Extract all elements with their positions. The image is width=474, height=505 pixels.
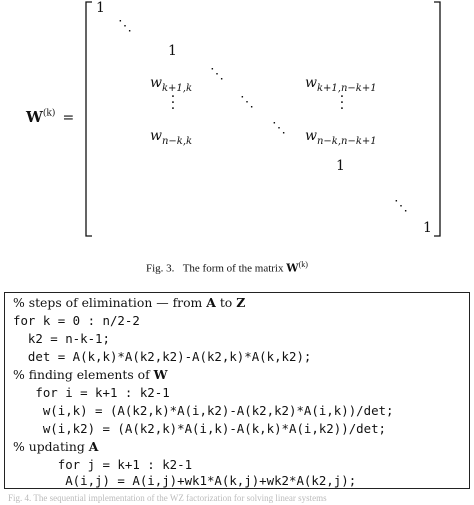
ddots-3: ⋱ <box>240 94 254 110</box>
entry-w-k1-k: wk+1,k <box>150 75 193 95</box>
code-listing: % steps of elimination — from A to Z for… <box>4 292 470 489</box>
equals-sign: = <box>62 110 75 126</box>
code-line-4: det = A(k,k)*A(k2,k2)-A(k2,k)*A(k,k2); <box>13 349 312 364</box>
code-line-5: % finding elements of W <box>13 367 168 382</box>
entry-one-top: 1 <box>96 0 105 16</box>
figure-3-caption: Fig. 3. The form of the matrix W(k) <box>146 260 308 275</box>
entry-w-nk-k: wn−k,k <box>150 128 193 148</box>
vdots-left: ··· <box>170 89 176 117</box>
entry-one-mid: 1 <box>168 43 177 59</box>
vdots-right: ··· <box>339 89 345 117</box>
entry-w-k1-nk1: wk+1,n−k+1 <box>305 75 377 95</box>
code-line-9: % updating A <box>13 439 99 454</box>
left-bracket <box>85 1 92 237</box>
code-line-3: k2 = n-k-1; <box>13 331 110 346</box>
entry-one-lower: 1 <box>336 158 345 174</box>
code-line-11: A(i,j) = A(i,j)+wk1*A(k,j)+wk2*A(k2,j); <box>13 473 357 488</box>
code-line-1: % steps of elimination — from A to Z <box>13 295 246 310</box>
right-bracket <box>434 1 441 237</box>
code-line-7: w(i,k) = (A(k2,k)*A(i,k2)-A(k2,k2)*A(i,k… <box>13 403 394 418</box>
ddots-5: ⋱ <box>394 198 408 214</box>
matrix-symbol: W <box>26 108 43 126</box>
ddots-4: ⋱ <box>272 120 286 136</box>
code-line-6: for i = k+1 : k2-1 <box>13 385 170 400</box>
matrix-lhs: W(k) = <box>26 107 74 126</box>
matrix-superscript: (k) <box>42 108 56 119</box>
entry-one-bottom: 1 <box>423 220 432 236</box>
ddots-1: ⋱ <box>118 18 132 34</box>
entry-w-nk-nk1: wn−k,n−k+1 <box>305 128 377 148</box>
ddots-2: ⋱ <box>210 66 224 82</box>
code-line-2: for k = 0 : n/2-2 <box>13 313 140 328</box>
code-line-8: w(i,k2) = (A(k2,k)*A(i,k)-A(k,k)*A(i,k2)… <box>13 421 386 436</box>
figure-4-caption: Fig. 4. The sequential implementation of… <box>8 493 327 503</box>
code-line-10: for j = k+1 : k2-1 <box>13 457 193 472</box>
